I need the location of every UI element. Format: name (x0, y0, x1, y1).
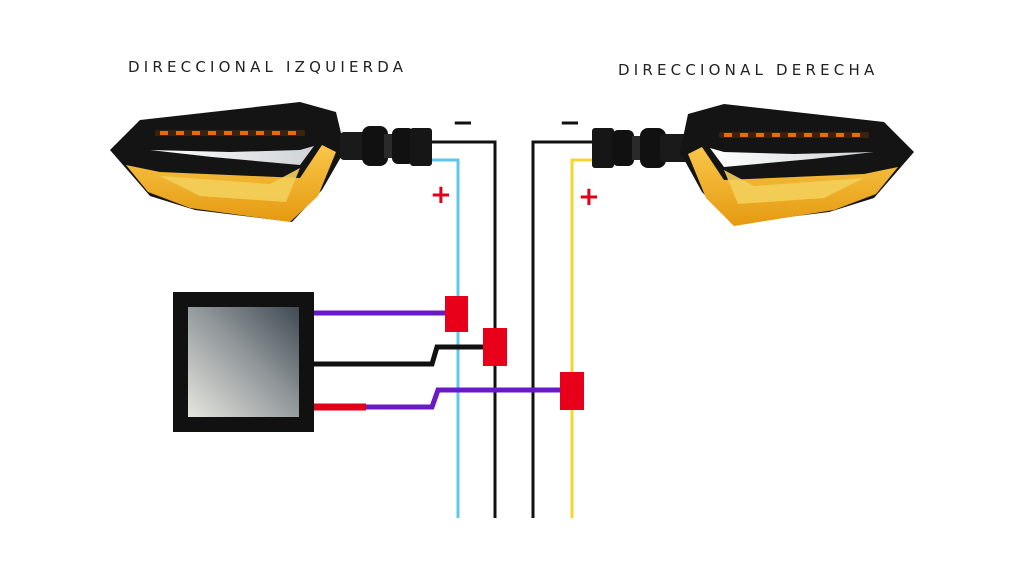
label-left-turn-signal: DIRECCIONAL IZQUIERDA (128, 58, 408, 76)
wire-left-negative-black (432, 140, 497, 518)
connector-right-positive (560, 372, 584, 410)
negative-symbol-right: − (559, 108, 581, 138)
wire-right-positive-yellow (570, 158, 592, 518)
wire-module-black (314, 344, 488, 367)
right-lamp-lens (710, 148, 874, 167)
connector-left-positive (445, 296, 468, 332)
left-lamp-facet (160, 168, 300, 202)
left-lamp-stem (340, 126, 432, 166)
right-led-strip (719, 132, 869, 138)
positive-symbol-right: + (578, 182, 600, 212)
positive-symbol-left: + (430, 180, 452, 210)
negative-symbol-left: − (452, 108, 474, 138)
flasher-module (173, 292, 314, 432)
right-turn-signal-lamp (592, 104, 914, 226)
left-lamp-lens (150, 146, 314, 165)
left-led-strip (155, 130, 305, 136)
right-lamp-facet (724, 170, 864, 204)
wire-right-negative-black (531, 140, 592, 518)
right-lamp-stem (592, 128, 690, 168)
label-right-turn-signal: DIRECCIONAL DERECHA (618, 61, 879, 79)
wire-left-positive-cyan (432, 158, 460, 518)
connector-ground (483, 328, 507, 366)
wire-module-purple-bottom (366, 387, 562, 410)
left-turn-signal-lamp (110, 102, 432, 222)
